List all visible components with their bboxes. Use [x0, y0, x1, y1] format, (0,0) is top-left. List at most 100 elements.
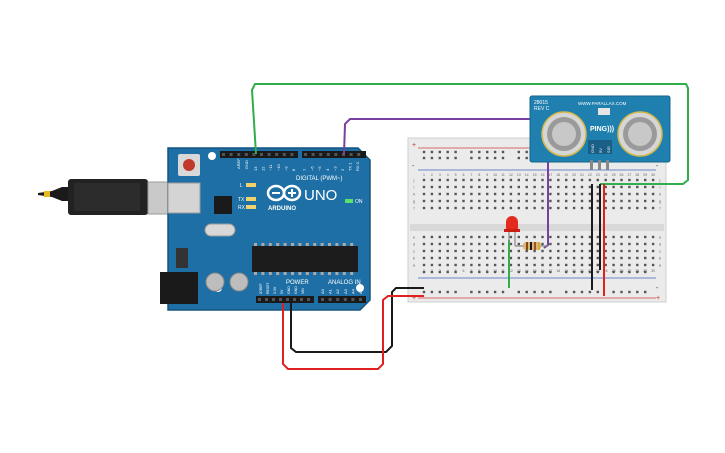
breadboard-column-numbers: 1122334455667788991010111112121313141415… [423, 173, 655, 273]
breadboard-hole [541, 256, 544, 260]
breadboard-hole [486, 249, 489, 253]
digital-pin-label: 13 [253, 166, 258, 171]
rail-hole [517, 290, 520, 294]
column-number-bottom: 6 [463, 269, 465, 273]
tx-label: TX [238, 197, 245, 203]
breadboard-hole [446, 178, 449, 182]
rail-hole [501, 150, 505, 154]
breadboard-hole [644, 235, 647, 239]
chip-pin [283, 272, 287, 275]
breadboard-hole [454, 242, 457, 246]
column-number-top: 26 [620, 173, 624, 177]
breadboard-hole [651, 192, 655, 196]
rail-hole [470, 156, 473, 160]
breadboard-hole [612, 192, 615, 196]
rail-hole [541, 270, 544, 274]
rail-hole [612, 290, 615, 294]
power-jack [160, 272, 198, 304]
breadboard-hole [438, 235, 441, 239]
chip-pin [320, 243, 324, 246]
breadboard-hole [446, 256, 449, 260]
breadboard-hole [525, 199, 528, 203]
breadboard-hole [478, 242, 481, 246]
breadboard-hole [549, 185, 552, 189]
breadboard-hole [462, 256, 465, 260]
breadboard-hole [588, 199, 592, 203]
breadboard-hole [493, 199, 497, 203]
rail-hole [438, 270, 441, 274]
breadboard-hole [620, 256, 623, 260]
resistor [515, 242, 548, 250]
breadboard-hole [462, 192, 465, 196]
breadboard-hole [533, 263, 536, 267]
breadboard-hole [580, 242, 584, 246]
rail-hole [620, 270, 623, 274]
breadboard-hole [462, 242, 465, 246]
breadboard-hole [588, 249, 592, 253]
rx-label: RX [238, 205, 246, 211]
column-number-bottom: 22 [588, 269, 592, 273]
rail-hole [470, 150, 473, 154]
digital-pin-label: ~11 [268, 164, 273, 171]
top-minus-label: - [412, 163, 415, 170]
power-pin-label: RESET [266, 281, 270, 294]
breadboard-hole [486, 242, 489, 246]
header-hole [328, 298, 332, 301]
breadboard-hole [430, 256, 434, 260]
breadboard-hole [446, 242, 449, 246]
header-hole [222, 153, 225, 156]
breadboard-hole [501, 206, 505, 210]
digital-header-right [302, 151, 366, 158]
breadboard-hole [478, 206, 481, 210]
row-letter: f [659, 206, 661, 211]
breadboard-hole [620, 263, 623, 267]
breadboard-hole [604, 249, 607, 253]
breadboard-hole [549, 256, 552, 260]
breadboard-hole [462, 235, 465, 239]
breadboard-hole [454, 192, 457, 196]
rail-hole [628, 270, 631, 274]
breadboard-hole [580, 206, 584, 210]
breadboard-hole [525, 256, 528, 260]
digital-pin-label: TX 1 [348, 162, 353, 171]
breadboard-hole [501, 178, 505, 182]
breadboard-hole [628, 185, 631, 189]
digital-pin-label: 12 [261, 166, 266, 171]
chip-pin [328, 243, 331, 246]
row-letter: j [659, 178, 661, 183]
led-base [504, 229, 520, 232]
wire-purple-sensor-drop [543, 158, 549, 249]
tx-led [246, 197, 256, 201]
digital-pin-label: 8 [291, 168, 296, 171]
breadboard-hole [596, 192, 599, 196]
column-number-top: 17 [548, 173, 552, 177]
column-number-bottom: 3 [439, 269, 441, 273]
breadboard-hole [565, 249, 568, 253]
breadboard-hole [588, 192, 592, 196]
rail-hole [644, 270, 647, 274]
rx-led [246, 205, 256, 209]
breadboard-hole [557, 192, 560, 196]
rail-hole [501, 270, 505, 274]
rail-hole [588, 270, 592, 274]
breadboard-hole [588, 263, 592, 267]
breadboard-hole [644, 263, 647, 267]
row-letter: f [413, 206, 415, 211]
rail-hole [525, 270, 528, 274]
header-hole [359, 298, 362, 301]
breadboard-hole [525, 185, 528, 189]
row-letter: i [660, 185, 661, 190]
column-number-top: 8 [478, 173, 480, 177]
top-minus-label-right: - [656, 163, 659, 170]
breadboard-hole [628, 263, 631, 267]
column-number-top: 13 [517, 173, 521, 177]
breadboard-hole [557, 178, 560, 182]
breadboard-hole [430, 199, 434, 203]
breadboard-hole [478, 235, 481, 239]
rail-hole [478, 150, 481, 154]
breadboard-hole [462, 263, 465, 267]
column-number-top: 7 [470, 173, 472, 177]
column-number-top: 5 [455, 173, 457, 177]
breadboard-hole [588, 178, 592, 182]
breadboard-hole [470, 256, 473, 260]
